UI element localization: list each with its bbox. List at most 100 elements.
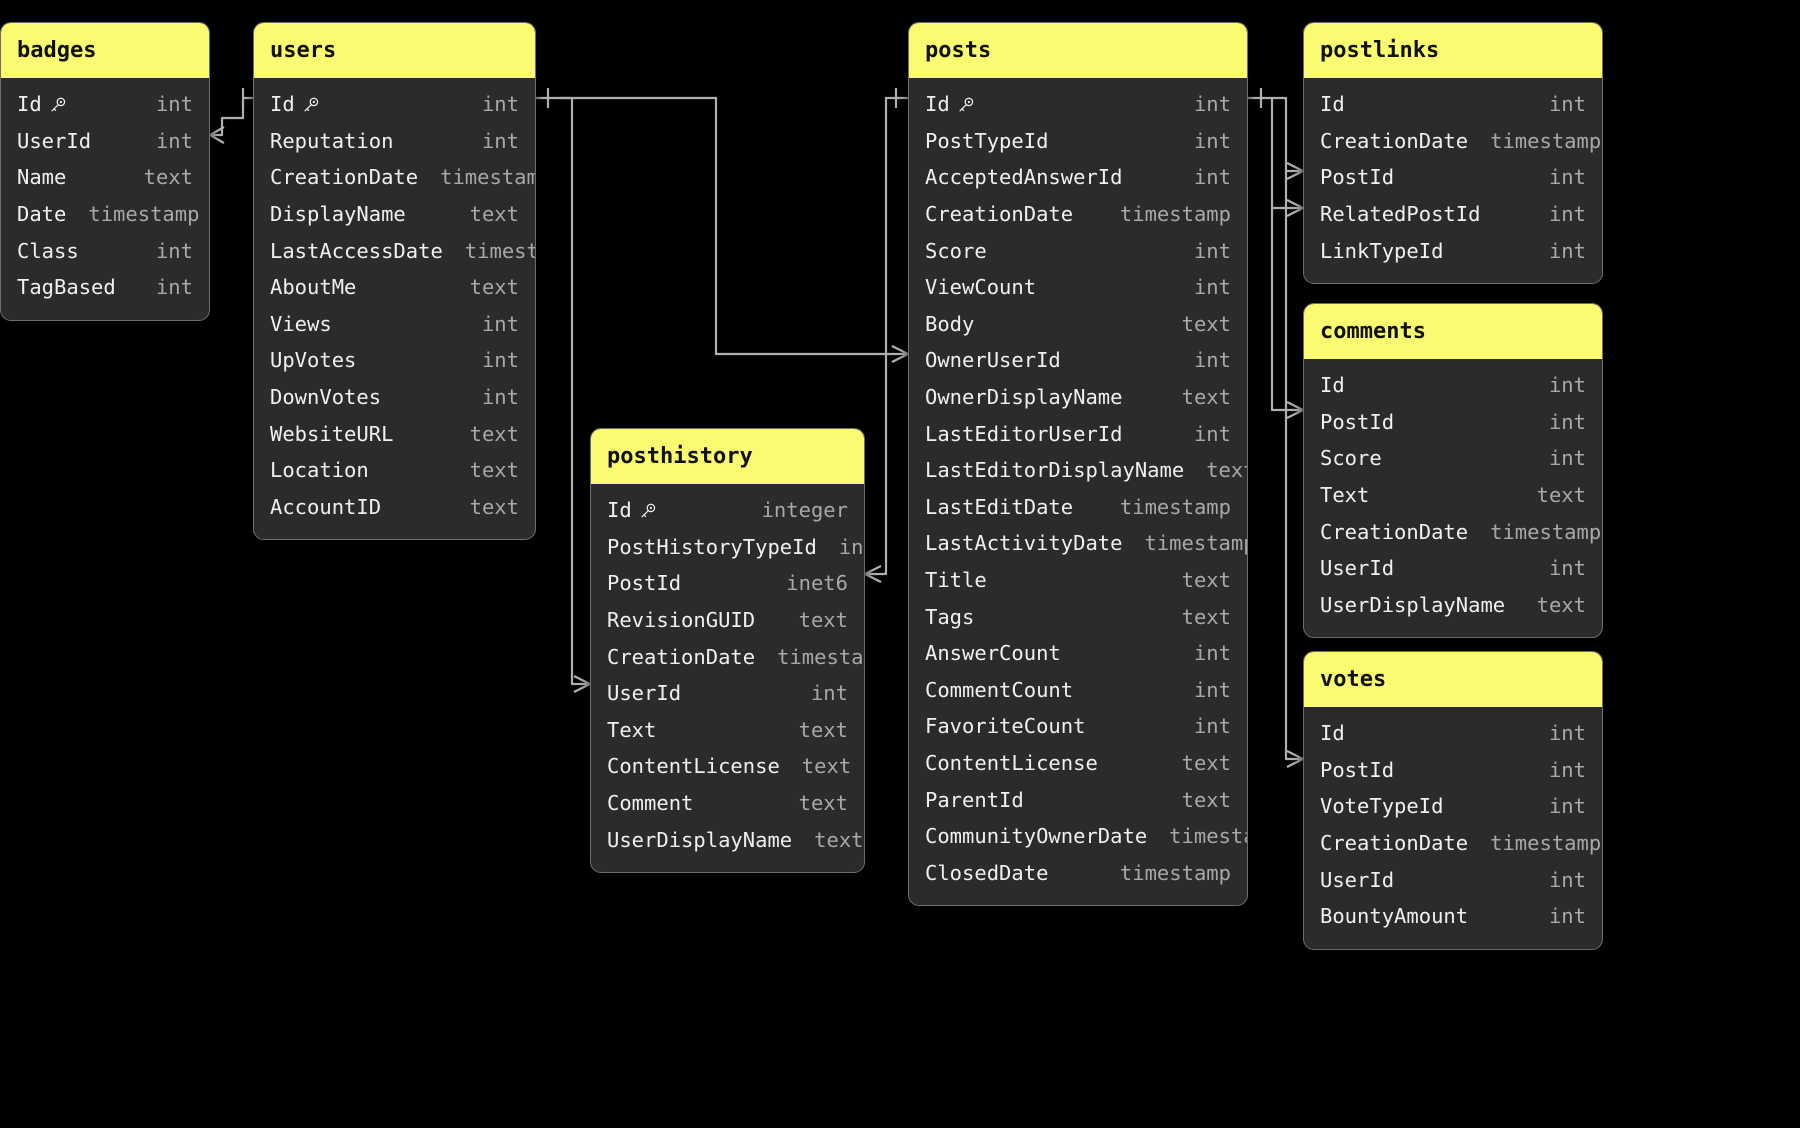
field-row[interactable]: Id int — [254, 86, 535, 123]
table-title-votes[interactable]: votes — [1304, 652, 1602, 707]
field-type: timestamp — [1144, 531, 1248, 556]
field-name: Text — [1320, 483, 1370, 508]
table-title-posts[interactable]: posts — [909, 23, 1247, 78]
table-title-comments[interactable]: comments — [1304, 304, 1602, 359]
field-type: int — [481, 385, 519, 410]
field-row[interactable]: Id int — [909, 86, 1247, 123]
field-type: text — [1206, 458, 1247, 483]
table-title-postlinks[interactable]: postlinks — [1304, 23, 1602, 78]
field-type: int — [1193, 714, 1231, 739]
field-name: LastEditorDisplayName — [925, 458, 1185, 483]
field-type: int — [1193, 128, 1231, 153]
field-type: int — [1548, 721, 1586, 746]
field-name-wrapper: CreationDate — [607, 645, 755, 669]
field-row[interactable]: LastAccessDatetimestamp — [254, 232, 535, 269]
table-title-posthistory[interactable]: posthistory — [591, 429, 864, 484]
field-type: text — [469, 494, 519, 519]
table-title-users[interactable]: users — [254, 23, 535, 78]
field-name-wrapper: Location — [270, 458, 369, 482]
field-name-wrapper: CreationDate — [1320, 520, 1468, 544]
field-type: int — [1548, 556, 1586, 581]
field-name: UserDisplayName — [1320, 592, 1506, 617]
field-row[interactable]: CommunityOwnerDatetimestamp — [909, 818, 1247, 855]
field-row[interactable]: LastEditorDisplayName text — [909, 452, 1247, 489]
field-row[interactable]: Id int — [1, 86, 209, 123]
table-title-badges[interactable]: badges — [1, 23, 209, 78]
field-row[interactable]: Id integer — [591, 492, 864, 529]
field-name: VoteTypeId — [1320, 794, 1444, 819]
field-type: timestamp — [1490, 128, 1602, 153]
field-row[interactable]: PostHistoryTypeIdint — [591, 529, 864, 566]
field-name-wrapper: UserId — [17, 129, 91, 153]
